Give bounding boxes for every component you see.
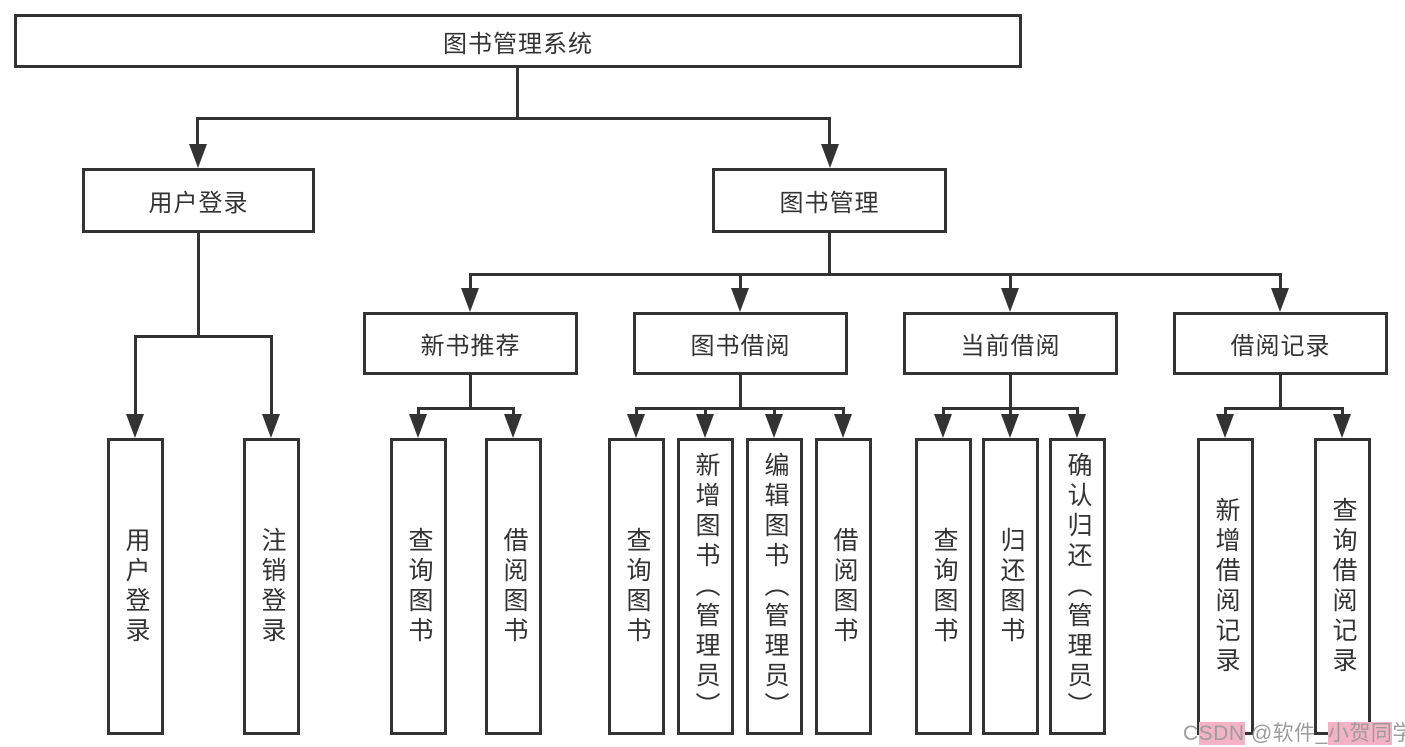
connector-to-new-books (469, 273, 472, 295)
leaf-current-return: 归还图书 (982, 438, 1039, 735)
arrow-down-icon (461, 288, 479, 312)
leaf-borrow-borrow: 借阅图书 (815, 438, 872, 735)
connector-root-rail (197, 117, 831, 120)
arrow-down-icon (126, 414, 144, 438)
connector-root-trunk (516, 68, 519, 117)
arrow-down-icon (1333, 414, 1351, 438)
node-current-borrow: 当前借阅 (903, 312, 1118, 375)
connector-to-borrow-records (1279, 273, 1282, 295)
watermark-part: 学 (1392, 722, 1405, 745)
connector-leaf-stub (1341, 407, 1344, 417)
leaf-current-confirm-admin: 确认归还（管理员） (1049, 438, 1106, 735)
arrow-down-icon (1001, 414, 1019, 438)
connector-newbooks-rail (417, 407, 514, 410)
arrow-down-icon (262, 414, 280, 438)
connector-to-book-borrow (739, 273, 742, 295)
connector-leaf-stub (1076, 407, 1079, 417)
arrow-down-icon (1216, 414, 1234, 438)
node-book-borrow: 图书借阅 (633, 312, 848, 375)
leaf-newbooks-query: 查询图书 (390, 438, 447, 735)
connector-records-rail (1224, 407, 1343, 410)
connector-mgmt-trunk (828, 233, 831, 273)
connector-leaf-stub (635, 407, 638, 417)
connector-login-rail (134, 335, 273, 338)
connector-to-leaf-logout (270, 335, 273, 417)
connector-currentborrow-trunk (1009, 375, 1012, 407)
arrow-down-icon (1068, 414, 1086, 438)
leaf-borrow-edit-admin: 编辑图书（管理员） (746, 438, 803, 735)
node-new-books: 新书推荐 (363, 312, 578, 375)
arrow-down-icon (821, 144, 839, 168)
node-borrow-records: 借阅记录 (1173, 312, 1388, 375)
watermark-part: @软件_ (1244, 722, 1328, 745)
leaf-records-add: 新增借阅记录 (1197, 438, 1254, 735)
connector-newbooks-trunk (469, 375, 472, 407)
leaf-logout: 注销登录 (243, 438, 300, 735)
connector-records-trunk (1279, 375, 1282, 407)
connector-to-user-login (196, 117, 199, 149)
connector-leaf-stub (942, 407, 945, 417)
connector-leaf-stub (417, 407, 420, 417)
arrow-down-icon (696, 414, 714, 438)
connector-leaf-stub (1224, 407, 1227, 417)
leaf-newbooks-borrow: 借阅图书 (485, 438, 542, 735)
leaf-borrow-add-admin: 新增图书（管理员） (677, 438, 734, 735)
arrow-down-icon (765, 414, 783, 438)
connector-leaf-stub (842, 407, 845, 417)
arrow-down-icon (934, 414, 952, 438)
connector-mgmt-rail (469, 273, 1282, 276)
leaf-user-login: 用户登录 (107, 438, 164, 735)
connector-to-book-mgmt (828, 117, 831, 149)
arrow-down-icon (189, 144, 207, 168)
connector-leaf-stub (704, 407, 707, 417)
connector-bookborrow-rail (635, 407, 844, 410)
arrow-down-icon (1271, 288, 1289, 312)
connector-login-trunk (197, 233, 200, 335)
arrow-down-icon (1001, 288, 1019, 312)
arrow-down-icon (731, 288, 749, 312)
connector-leaf-stub (1009, 407, 1012, 417)
connector-leaf-stub (512, 407, 515, 417)
connector-leaf-stub (773, 407, 776, 417)
leaf-records-query: 查询借阅记录 (1314, 438, 1371, 735)
watermark-part-highlighted: SDN (1198, 722, 1245, 745)
leaf-borrow-query: 查询图书 (608, 438, 665, 735)
watermark-part: C (1183, 722, 1199, 745)
node-user-login: 用户登录 (82, 168, 315, 233)
arrow-down-icon (409, 414, 427, 438)
connector-to-current-borrow (1009, 273, 1012, 295)
arrow-down-icon (504, 414, 522, 438)
watermark-part-highlighted: 小贺同 (1327, 722, 1393, 745)
node-book-mgmt: 图书管理 (712, 168, 947, 233)
arrow-down-icon (627, 414, 645, 438)
csdn-watermark: CSDN @软件_小贺同学 (1183, 717, 1405, 747)
arrow-down-icon (834, 414, 852, 438)
leaf-current-query: 查询图书 (915, 438, 972, 735)
connector-to-leaf-login (134, 335, 137, 417)
node-root: 图书管理系统 (14, 14, 1022, 68)
connector-bookborrow-trunk (739, 375, 742, 407)
